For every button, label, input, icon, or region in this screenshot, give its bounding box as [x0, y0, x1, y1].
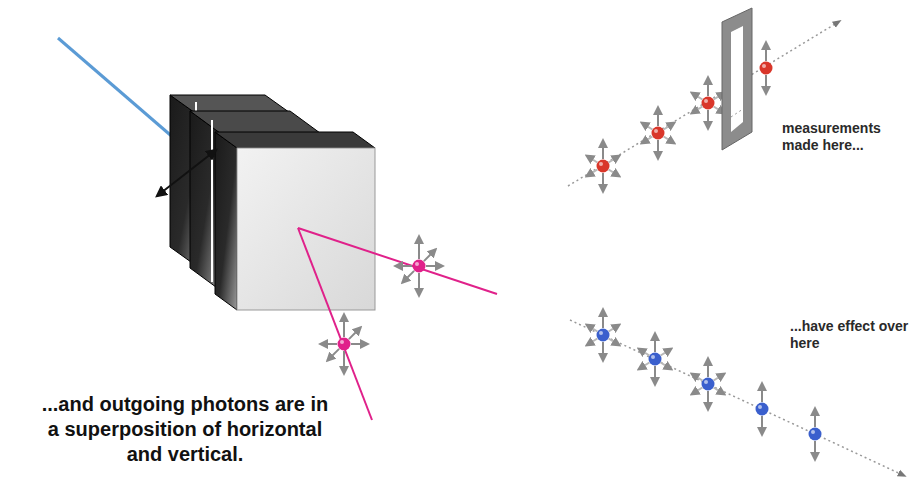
photon [638, 333, 671, 385]
photon [809, 408, 822, 460]
caption-note: ...and outgoing photons are in a superpo… [40, 392, 330, 467]
photon [586, 140, 619, 192]
outgoing-beam [298, 228, 497, 294]
polarizer [722, 8, 752, 150]
photon [641, 107, 674, 159]
photon [691, 358, 724, 410]
photon [320, 314, 368, 374]
photon-path [568, 21, 840, 186]
crystal [170, 95, 375, 310]
photon [756, 383, 769, 435]
photon [760, 42, 773, 94]
photon-path [570, 320, 905, 476]
photon [395, 236, 443, 296]
outgoing-beam [298, 228, 372, 420]
callout-note: ...have effect over here [790, 318, 914, 352]
photon [586, 309, 619, 361]
polarization-arrow [157, 150, 216, 196]
photon [691, 77, 724, 129]
callout-note: measurements made here... [782, 120, 914, 154]
